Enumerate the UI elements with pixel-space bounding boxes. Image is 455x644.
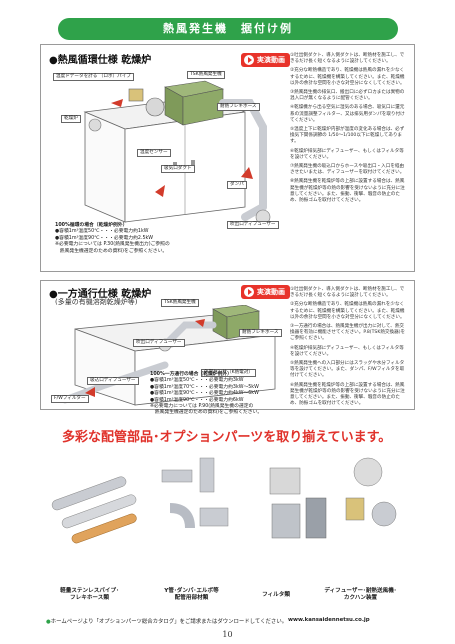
callout-diffuser: 吹出口ディフューザー [133, 339, 185, 347]
spec-line: ※必要電力については P.30(熱風発生機出力)ご参照の [55, 242, 170, 248]
airflow-arrows [111, 99, 253, 197]
video-button-2[interactable]: 実演動画 [241, 285, 290, 299]
section1-notes: ①吐出側ダクト、導入側ダクトは、断熱材を施工し、できるだけ長く短くなるように設計… [290, 53, 408, 207]
callout-flex-hose: 耐熱フレキホース [217, 103, 260, 111]
section-oneway-dryer: ●一方通行仕様 乾燥炉 (多量の有機溶剤乾燥炉等) 実演動画 TSK熱風発生機 … [40, 280, 415, 410]
page-number: 10 [222, 630, 233, 639]
callout-tsk-heater: TSK熱風発生機 [187, 71, 225, 79]
spec-line: ●容積1m³温度70℃・・・必要電力約3kW〜5kW [150, 384, 259, 390]
pipe-icon [51, 476, 137, 544]
filter-icon [269, 467, 327, 539]
callout-tsk-heater: TSK熱風発生機 [161, 299, 199, 307]
part-caption-pipes: 軽量ステンレスパイプ･ フレキホース類 [60, 588, 119, 601]
section2-spec: 100%一方通行の場合（乾燥炉例外） ●容積1m³温度50℃・・・必要電力約3k… [150, 372, 276, 417]
note-item: ②充分な断熱構造であり、乾燥機は熱風の漏れを少なくするために、乾燥機を構築してく… [290, 302, 405, 320]
note-item: ④乾燥炉排気部にディフューザー、もしくはフィルタ等を設けてください。 [290, 345, 404, 357]
spec-line: 熱風発生機選定のための資料)をご参照ください。 [150, 410, 263, 416]
airflow-arrows [85, 319, 205, 397]
section-circulation-dryer: ●熱風循環仕様 乾燥炉 実演動画 [40, 44, 415, 272]
section2-subheading: (多量の有機溶剤乾燥炉等) [55, 298, 138, 306]
note-item: ③一方通行の場合は、熱風発生機が出力に対して、熱交換器を有効に機能させてください… [290, 324, 406, 342]
part-caption-filters: フィルタ類 [262, 592, 290, 598]
parts-headline: 多彩な配管部品･オプションパーツを取り揃えています。 [62, 430, 392, 445]
note-item: ①吐出側ダクト、導入側ダクトは、断熱材を施工し、できるだけ長く短くなるように設計… [290, 287, 405, 299]
video-button-1[interactable]: 実演動画 [241, 53, 290, 67]
play-icon [244, 287, 254, 297]
callout-thermo-pipe: 温度ドデータを計る （ロボ）パイプ [53, 73, 134, 81]
play-icon [244, 55, 254, 65]
control-box [128, 88, 144, 102]
section2-notes: ①吐出側ダクト、導入側ダクトは、断熱材を施工し、できるだけ長く短くなるように設計… [290, 287, 408, 410]
callout-temp-sensor: 外部センサ（K熱電対） [201, 369, 256, 377]
catalog-note: ●ホームページより「オプションパーツ総合カタログ」をご請求またはダウンロードして… [46, 619, 288, 625]
part-caption-fittings: Y管･ダンパ･エルボ等 配管用部材類 [164, 588, 219, 601]
spec-title: 100%循環の場合（乾燥炉例外） [55, 223, 128, 228]
note-item: ①吐出側ダクト、導入側ダクトは、断熱材を施工し、できるだけ長く短くなるように設計… [290, 53, 405, 65]
callout-dryer: 乾燥炉 [61, 115, 81, 123]
parts-illustrations [51, 457, 397, 544]
note-item: ⑥乾燥炉排気部にディフューザー、もしくはフィルタ等を設けてください。 [290, 148, 404, 160]
callout-fw-filter: F/Wフィルター [51, 395, 89, 403]
note-item: ⑤温度上下に乾燥炉内部が温度の変化ある場合は、必ず換気下関係調節の 1/50〜1… [290, 127, 405, 145]
spec-line: ●容積1m³温度50℃・・・必要電力約3kW [150, 378, 244, 384]
callout-temp-sensor: 温度センサー [137, 149, 171, 157]
page-title: 熱風発生機 据付け例 [58, 18, 398, 40]
note-item: ③熱風発生機の排気口、搬出口に必ずロカまたは異物の混入口が無くなるように配管くだ… [290, 90, 405, 102]
note-item: ④乾燥機から出る空気に湿気のある場合、吸気口に還元系の流量調整フィルター、又は排… [290, 105, 405, 123]
spec-line: ●容積1m³温度90℃・・・必要電力約2.5kW [55, 235, 154, 241]
spec-line: 熱風発生機選定のための資料)をご参照ください。 [55, 248, 168, 254]
section1-spec: 100%循環の場合（乾燥炉例外） ●容積1m³温度50℃・・・必要電力約1kW … [55, 223, 235, 255]
bullet-icon: ● [46, 619, 51, 625]
note-item: ⑧熱風発生機を乾燥炉等の上部に設置する場合は、熱風発生機が乾燥炉等の熱の影響を受… [290, 179, 405, 204]
spec-title: 100%一方通行の場合（乾燥炉例外） [150, 372, 232, 377]
spec-line: ●容積1m³温度50℃・・・必要電力約1kW [55, 229, 149, 235]
note-item: ⑥熱風発生機を乾燥炉等の上部に設置する場合は、熱風発生機が乾燥炉等の熱の影響を受… [290, 382, 405, 407]
diffuser-icon [345, 457, 397, 527]
note-item: ⑤熱風発生機への入口部分にはスラッグや水分フィルタ等を設けてください。また、ダン… [290, 361, 405, 379]
section1-heading: ●熱風循環仕様 乾燥炉 [49, 55, 152, 66]
part-caption-diffusers: ディフューザー･耐熱送風機･ カクハン装置 [324, 588, 397, 601]
note-item: ⑦熱風発生機の吸込口からホースや吸出口・入口を経由させたいまたは、ディフューザー… [290, 164, 405, 176]
spec-line: ※必要電力については P.90(熱風発生機の選定の [150, 404, 254, 410]
section2-heading: ●一方通行仕様 乾燥炉 [49, 289, 152, 300]
spec-line: ●容積1m³温度90℃・・・必要電力約6kW [150, 397, 244, 403]
callout-intake-diffuser: 吸込口ディフューザー [87, 377, 139, 385]
intake-diffuser-icon [88, 118, 102, 132]
callout-diffuser: 吹出口ディフューザー [227, 221, 279, 229]
fitting-icon [161, 457, 229, 529]
heater-unit [145, 80, 224, 126]
spec-line: ●容積1m³温度90℃・・・必要電力約4kW〜6kW [150, 391, 259, 397]
callout-damper: ダンパ [227, 181, 247, 189]
website-link[interactable]: www.kansaidennetsu.co.jp [288, 617, 370, 623]
parts-band: 多彩な配管部品･オプションパーツを取り揃えています。 軽量ステンレスパイプ･ フ… [40, 420, 415, 632]
note-item: ②充分な断熱構造であり、乾燥機は熱風の漏れを少なくするために、乾燥機を構築してく… [290, 68, 405, 86]
callout-flex-hose: 耐熱フレキホース [239, 329, 282, 337]
callout-return-duct: 吸気口ダクト [161, 165, 195, 173]
